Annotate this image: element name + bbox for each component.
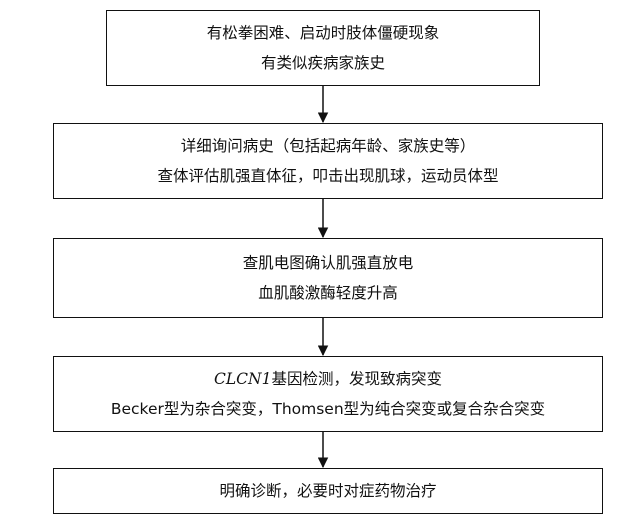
step2-line1: 详细询问病史（包括起病年龄、家族史等） — [180, 137, 476, 155]
step1-line2: 有类似疾病家族史 — [260, 54, 385, 72]
gene-name: CLCN1 — [214, 370, 272, 388]
step4-line2: Becker型为杂合突变，Thomsen型为纯合突变或复合杂合突变 — [110, 400, 546, 418]
step3-line2: 血肌酸激酶轻度升高 — [258, 284, 398, 302]
flow-step-history-symptoms: 有松拳困难、启动时肢体僵硬现象 有类似疾病家族史 — [106, 10, 540, 86]
flow-step-history-exam: 详细询问病史（包括起病年龄、家族史等） 查体评估肌强直体征，叩击出现肌球，运动员… — [53, 123, 603, 199]
flow-step-diagnosis: 明确诊断，必要时对症药物治疗 — [53, 468, 603, 514]
step1-line1: 有松拳困难、启动时肢体僵硬现象 — [206, 24, 440, 42]
step5-line1: 明确诊断，必要时对症药物治疗 — [219, 482, 437, 500]
step2-line2: 查体评估肌强直体征，叩击出现肌球，运动员体型 — [157, 167, 499, 185]
flow-step-gene-test: CLCN1基因检测，发现致病突变 Becker型为杂合突变，Thomsen型为纯… — [53, 356, 603, 432]
step4-line1: CLCN1基因检测，发现致病突变 — [214, 364, 442, 394]
flow-step-emg-ck: 查肌电图确认肌强直放电 血肌酸激酶轻度升高 — [53, 238, 603, 318]
step3-line1: 查肌电图确认肌强直放电 — [242, 254, 414, 272]
step4-line1-text: 基因检测，发现致病突变 — [271, 370, 442, 388]
